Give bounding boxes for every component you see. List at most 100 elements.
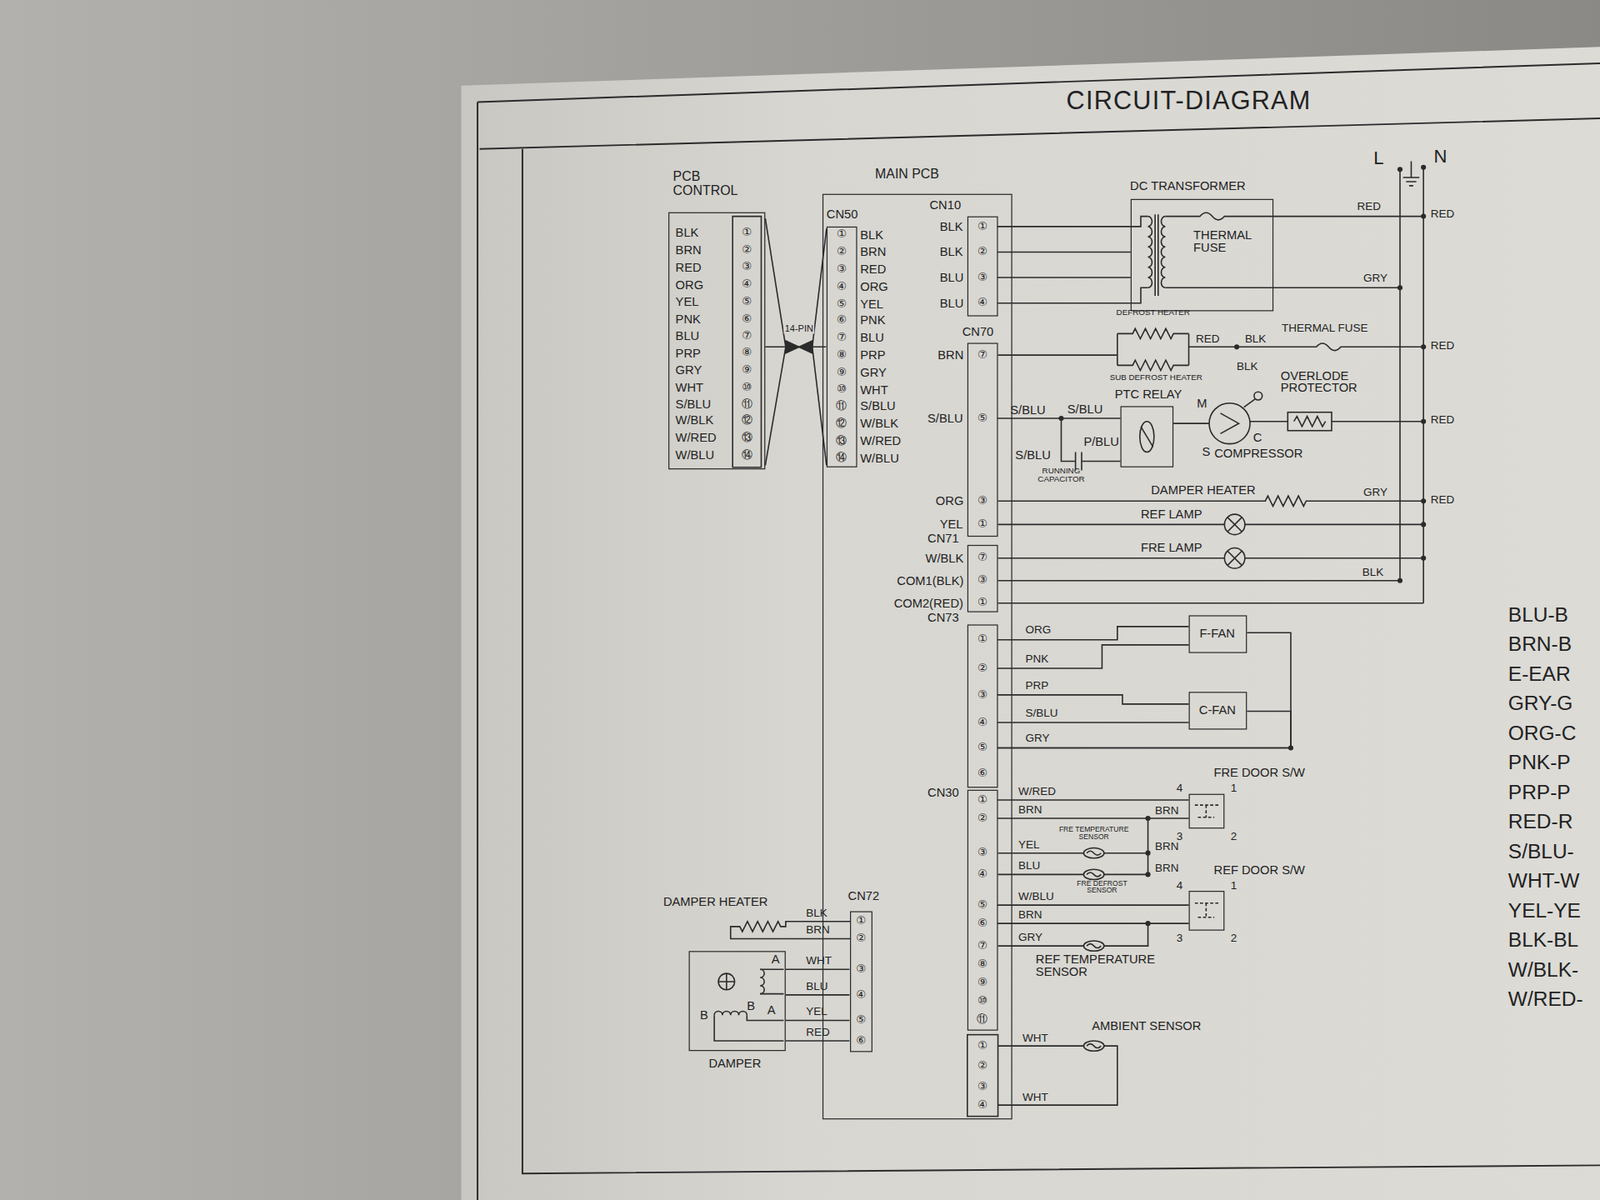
wire-label: GRY xyxy=(1025,732,1050,744)
pin-number: ② xyxy=(977,662,988,674)
wire-label: BLU xyxy=(675,330,700,343)
pin-number: ⑪ xyxy=(976,1013,988,1025)
wire-label: BRN xyxy=(1018,909,1042,920)
node-label: CN73 xyxy=(927,610,960,625)
pin-number: ① xyxy=(977,518,988,530)
wire-label: W/RED xyxy=(860,435,901,448)
wire-label: REF LAMP xyxy=(1140,508,1202,521)
wire-connector xyxy=(997,721,1190,724)
pin-number: ④ xyxy=(741,278,752,290)
pin-number: ③ xyxy=(855,963,866,975)
wire-label: ORG xyxy=(675,278,704,291)
node-label: REF DOOR S/W xyxy=(1214,864,1305,878)
sensor-symbol xyxy=(1083,848,1104,859)
pin-number: ③ xyxy=(741,260,752,272)
wire-label: SUB DEFROST HEATER xyxy=(1110,373,1203,382)
wire-label: W/RED xyxy=(675,431,717,445)
wire-connector xyxy=(997,799,1190,801)
pin-number: ④ xyxy=(977,716,988,728)
pin-number: ⑩ xyxy=(741,381,752,393)
symbol-circle xyxy=(1420,419,1426,425)
wire-line xyxy=(714,1015,784,1041)
wire-label: BRN xyxy=(860,245,886,259)
wire-label: 1 xyxy=(1230,782,1238,794)
wire-connector xyxy=(997,302,1131,305)
legend-fragment: RED-R xyxy=(1508,810,1574,831)
symbol-circle xyxy=(1224,514,1245,535)
wire-label: W/BLU xyxy=(860,451,900,465)
wire-label: RED xyxy=(1430,340,1455,351)
symbol-circle xyxy=(1234,344,1240,350)
wire-label: BLK xyxy=(940,220,964,233)
wire-label: WHT xyxy=(675,381,704,395)
node-label: F-FAN xyxy=(1199,626,1235,640)
pin-number: ② xyxy=(855,932,866,944)
wire-line xyxy=(730,921,850,940)
wire-label: BLU xyxy=(860,331,885,345)
wire-label: FRE DEFROST SENSOR xyxy=(1075,880,1130,895)
legend-fragment: PRP-P xyxy=(1508,781,1571,802)
node-label: CN71 xyxy=(927,532,960,546)
node-label: THERMAL FUSE xyxy=(1193,228,1261,256)
wire-label: PNK xyxy=(860,314,885,327)
wire-label: REF TEMPERATURE SENSOR xyxy=(1035,953,1169,978)
pin-number: ③ xyxy=(977,271,988,283)
wire-label: A xyxy=(771,953,780,966)
pin-number: ⑦ xyxy=(977,551,988,563)
wire-label: BLU xyxy=(940,296,965,310)
pin-number: ⑤ xyxy=(741,295,752,307)
symbol-circle xyxy=(1420,165,1426,170)
symbol-circle xyxy=(1420,344,1426,350)
wire-label: PNK xyxy=(1025,653,1050,665)
pin-number: ⑧ xyxy=(741,346,752,358)
pin-number: ⑥ xyxy=(836,314,847,325)
wire-label: RED xyxy=(1430,414,1455,425)
wire-label: A xyxy=(767,1004,776,1017)
wire-label: PNK xyxy=(675,313,701,326)
wire-connector xyxy=(765,346,826,349)
legend-fragment: E-EAR xyxy=(1508,663,1571,684)
door-switch: FRE DOOR S/W xyxy=(1189,794,1225,830)
wire-line xyxy=(998,495,1425,506)
wire-label: WHT xyxy=(805,955,832,966)
symbol-circle xyxy=(1420,521,1426,527)
wire-line xyxy=(765,218,826,465)
node-label: FRE DOOR S/W xyxy=(1214,765,1305,780)
wire-label: BLK xyxy=(1362,566,1384,578)
symbol-circle xyxy=(1420,555,1426,561)
pin-number: ⑧ xyxy=(977,958,988,970)
pin-number: ⑪ xyxy=(835,400,847,411)
wire-line xyxy=(1160,216,1165,289)
node-label: PTC RELAY xyxy=(1115,387,1183,401)
wire-label: P/BLU xyxy=(1083,435,1119,449)
wire-label: GRY xyxy=(1363,272,1388,284)
wire-connector xyxy=(785,1020,850,1022)
node-label: CN50 xyxy=(826,208,859,222)
pin-number: ⑬ xyxy=(835,435,847,446)
wire-label: S/BLU xyxy=(1025,707,1059,719)
wire-label: 2 xyxy=(1230,830,1238,842)
pin-number: ① xyxy=(977,220,988,231)
wire-label: S/BLU xyxy=(927,412,963,425)
wire-line xyxy=(718,973,735,990)
legend-fragment: PNK-P xyxy=(1508,751,1571,772)
wire-label: BRN xyxy=(805,924,830,935)
legend-fragment: BLU-B xyxy=(1508,604,1569,625)
wire-line xyxy=(732,216,761,468)
wire-label: WHT xyxy=(1022,1091,1049,1103)
wire-label: YEL xyxy=(940,518,964,531)
pin-number: ⑦ xyxy=(741,330,752,341)
wire-label: RED xyxy=(860,263,886,276)
wire-label: 4 xyxy=(1176,782,1184,794)
pin-number: ④ xyxy=(977,1099,988,1110)
wire-label: S/BLU xyxy=(1015,449,1050,462)
pin-number: ⑩ xyxy=(836,383,847,395)
wire-line xyxy=(1086,944,1101,949)
wire-label: BRN xyxy=(1155,862,1179,874)
pin-number: ⑥ xyxy=(855,1035,866,1046)
pin-number: ⑨ xyxy=(836,366,847,378)
pin-number: ② xyxy=(977,245,988,257)
pin-number: ③ xyxy=(977,846,988,858)
paper-sheet xyxy=(460,46,1600,1200)
pin-number: ⑤ xyxy=(977,741,988,753)
